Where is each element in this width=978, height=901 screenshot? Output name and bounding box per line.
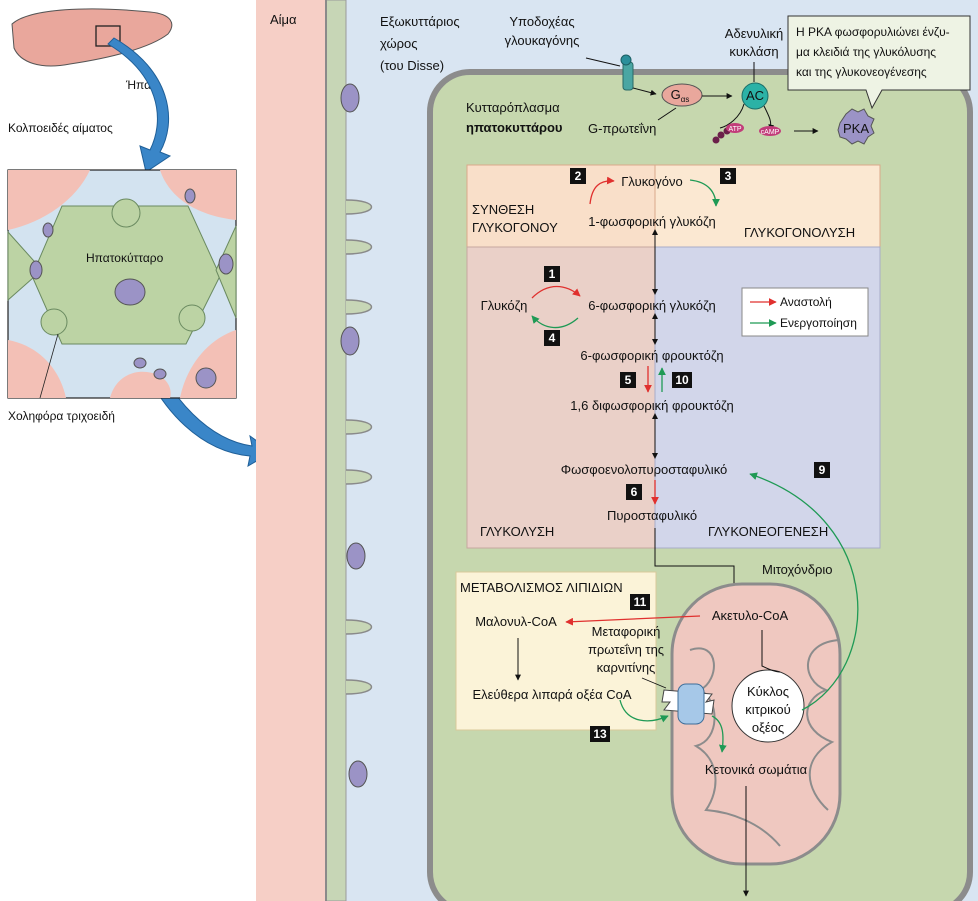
ac-icon: [741, 82, 769, 110]
receptor-label-2: γλουκαγόνης: [505, 33, 580, 48]
svg-text:μα κλειδιά της γλυκόλυσης: μα κλειδιά της γλυκόλυσης: [796, 45, 936, 59]
receptor-label: Υποδοχέας: [509, 14, 574, 29]
cytoplasm-label: Κυτταρόπλασμα: [466, 100, 560, 115]
legend-inhibition: Αναστολή: [780, 295, 832, 309]
svg-text:και της γλυκονεογένεσης: και της γλυκονεογένεσης: [796, 65, 927, 79]
hepatocyte-label: Ηπατοκύτταρο: [86, 251, 164, 265]
gprotein-label: G-πρωτεΐνη: [588, 121, 656, 136]
lipid-zone: [455, 571, 657, 731]
carnitine-label-3: καρνιτίνης: [597, 660, 656, 675]
sinusoid-label: Κολποειδές αίματος: [8, 121, 113, 135]
g6p: 6-φωσφορική γλυκόζη: [588, 298, 716, 313]
step-badge-10: 10: [672, 372, 692, 388]
step-badge-5: 5: [620, 372, 636, 388]
svg-text:9: 9: [819, 463, 826, 477]
malonylcoa: Μαλονυλ-CoA: [475, 614, 557, 629]
step-badge-1: 1: [544, 266, 560, 282]
svg-text:6: 6: [631, 485, 638, 499]
svg-text:cAMP: cAMP: [761, 129, 780, 136]
pyruvate: Πυροσταφυλικό: [607, 508, 697, 523]
bile-label: Χοληφόρα τριχοειδή: [8, 409, 115, 423]
mitochondrion-label: Μιτοχόνδριο: [762, 562, 833, 577]
extracellular-label-3: (του Disse): [380, 58, 444, 73]
glycolysis-zone: [466, 246, 656, 549]
glycogen-synthesis-label: ΣΥΝΘΕΣΗ: [472, 202, 534, 217]
carnitine-transporter: [661, 683, 715, 725]
f6p: 6-φωσφορική φρουκτόζη: [580, 348, 723, 363]
bile-pointer: [39, 333, 59, 399]
liver-organ: [11, 8, 173, 67]
legend-activation: Ενεργοποίηση: [780, 316, 857, 330]
step-badge-3: 3: [720, 168, 736, 184]
receptor-icon: [620, 54, 634, 91]
zoom-arrow-1: [107, 37, 172, 173]
pep: Φωσφοενολοπυροσταφυλικό: [561, 462, 728, 477]
tca-label: Κύκλος: [747, 684, 789, 699]
pka-icon: [837, 108, 875, 145]
camp-icon: cAMP: [759, 126, 781, 136]
glycogenolysis-label: ΓΛΥΚΟΓΟΝΟΛΥΣΗ: [744, 225, 855, 240]
glycogen-synthesis-label-2: ΓΛΥΚΟΓΟΝΟΥ: [472, 220, 558, 235]
step-badge-9: 9: [814, 462, 830, 478]
svg-text:5: 5: [625, 373, 632, 387]
legend: Αναστολή Ενεργοποίηση: [741, 287, 869, 337]
svg-text:11: 11: [634, 595, 647, 609]
extracellular-label: Εξωκυττάριος: [380, 14, 460, 29]
gas-icon: [661, 83, 703, 107]
pka-callout: Η PKA φωσφορυλιώνει ένζυ- μα κλειδιά της…: [787, 15, 971, 110]
step-badges: 1 2 3 4 5 6 9 10 11 13: [544, 168, 830, 742]
pathway: Γλυκογόνο 1-φωσφορική γλυκόζη Γλυκόζη 6-…: [472, 174, 869, 897]
liver-zoom-box: [95, 25, 121, 47]
step-badge-6: 6: [626, 484, 642, 500]
glycolysis-label: ΓΛΥΚΟΛΥΣΗ: [480, 524, 554, 539]
membrane-folds: [345, 199, 373, 695]
svg-text:13: 13: [593, 727, 607, 741]
liver-tissue: [7, 169, 237, 399]
step-badge-4: 4: [544, 330, 560, 346]
ac-label: AC: [746, 88, 764, 103]
tca-label-2: κιτρικού: [745, 702, 791, 717]
blood-region: [256, 0, 336, 901]
gas-label: Gαs: [671, 87, 690, 104]
svg-text:4: 4: [549, 331, 556, 345]
glycogen: Γλυκογόνο: [621, 174, 683, 189]
tca-cycle: [731, 669, 805, 743]
acetylcoa: Ακετυλο-CoA: [712, 608, 789, 623]
svg-text:1: 1: [549, 267, 556, 281]
step-badge-2: 2: [570, 168, 586, 184]
adenylyl-label-2: κυκλάση: [729, 44, 778, 59]
endothelial-nuclei: [340, 83, 368, 788]
glycogenolysis-zone: [654, 164, 881, 248]
pka-label: PKA: [843, 121, 869, 136]
f16bp: 1,6 διφωσφορική φρουκτόζη: [570, 398, 733, 413]
signaling: Υποδοχέας γλουκαγόνης Gαs Αδενυλική κυκλ…: [505, 14, 971, 145]
cytoplasm-label-bold: ηπατοκυττάρου: [466, 120, 563, 135]
step-badge-13: 13: [590, 726, 610, 742]
svg-text:ATP: ATP: [728, 126, 741, 133]
svg-text:3: 3: [725, 169, 732, 183]
liver-panel: Ήπαρ Κολποειδές αίματος: [7, 8, 273, 467]
tca-label-3: οξέος: [752, 720, 784, 735]
lipid-label: ΜΕΤΑΒΟΛΙΣΜΟΣ ΛΙΠΙΔΙΩΝ: [460, 580, 623, 595]
svg-text:10: 10: [675, 373, 689, 387]
g1p: 1-φωσφορική γλυκόζη: [588, 214, 716, 229]
step-badge-11: 11: [630, 594, 650, 610]
svg-text:Η PKA φωσφορυλιώνει ένζυ-: Η PKA φωσφορυλιώνει ένζυ-: [796, 25, 950, 39]
gluconeogenesis-label: ΓΛΥΚΟΝΕΟΓΕΝΕΣΗ: [708, 524, 828, 539]
svg-text:2: 2: [575, 169, 582, 183]
carnitine-label-2: πρωτεΐνη της: [588, 642, 664, 657]
endothelium: [325, 0, 347, 901]
atp-icon: ATP: [712, 123, 744, 144]
extracellular-label-2: χώρος: [380, 36, 418, 51]
glucose: Γλυκόζη: [481, 298, 528, 313]
ketones: Κετονικά σωμάτια: [705, 762, 808, 777]
ffa: Ελεύθερα λιπαρά οξέα CoA: [472, 687, 631, 702]
blood-label: Αίμα: [270, 12, 297, 27]
adenylyl-label: Αδενυλική: [725, 26, 783, 41]
carnitine-label: Μεταφορική: [592, 624, 661, 639]
